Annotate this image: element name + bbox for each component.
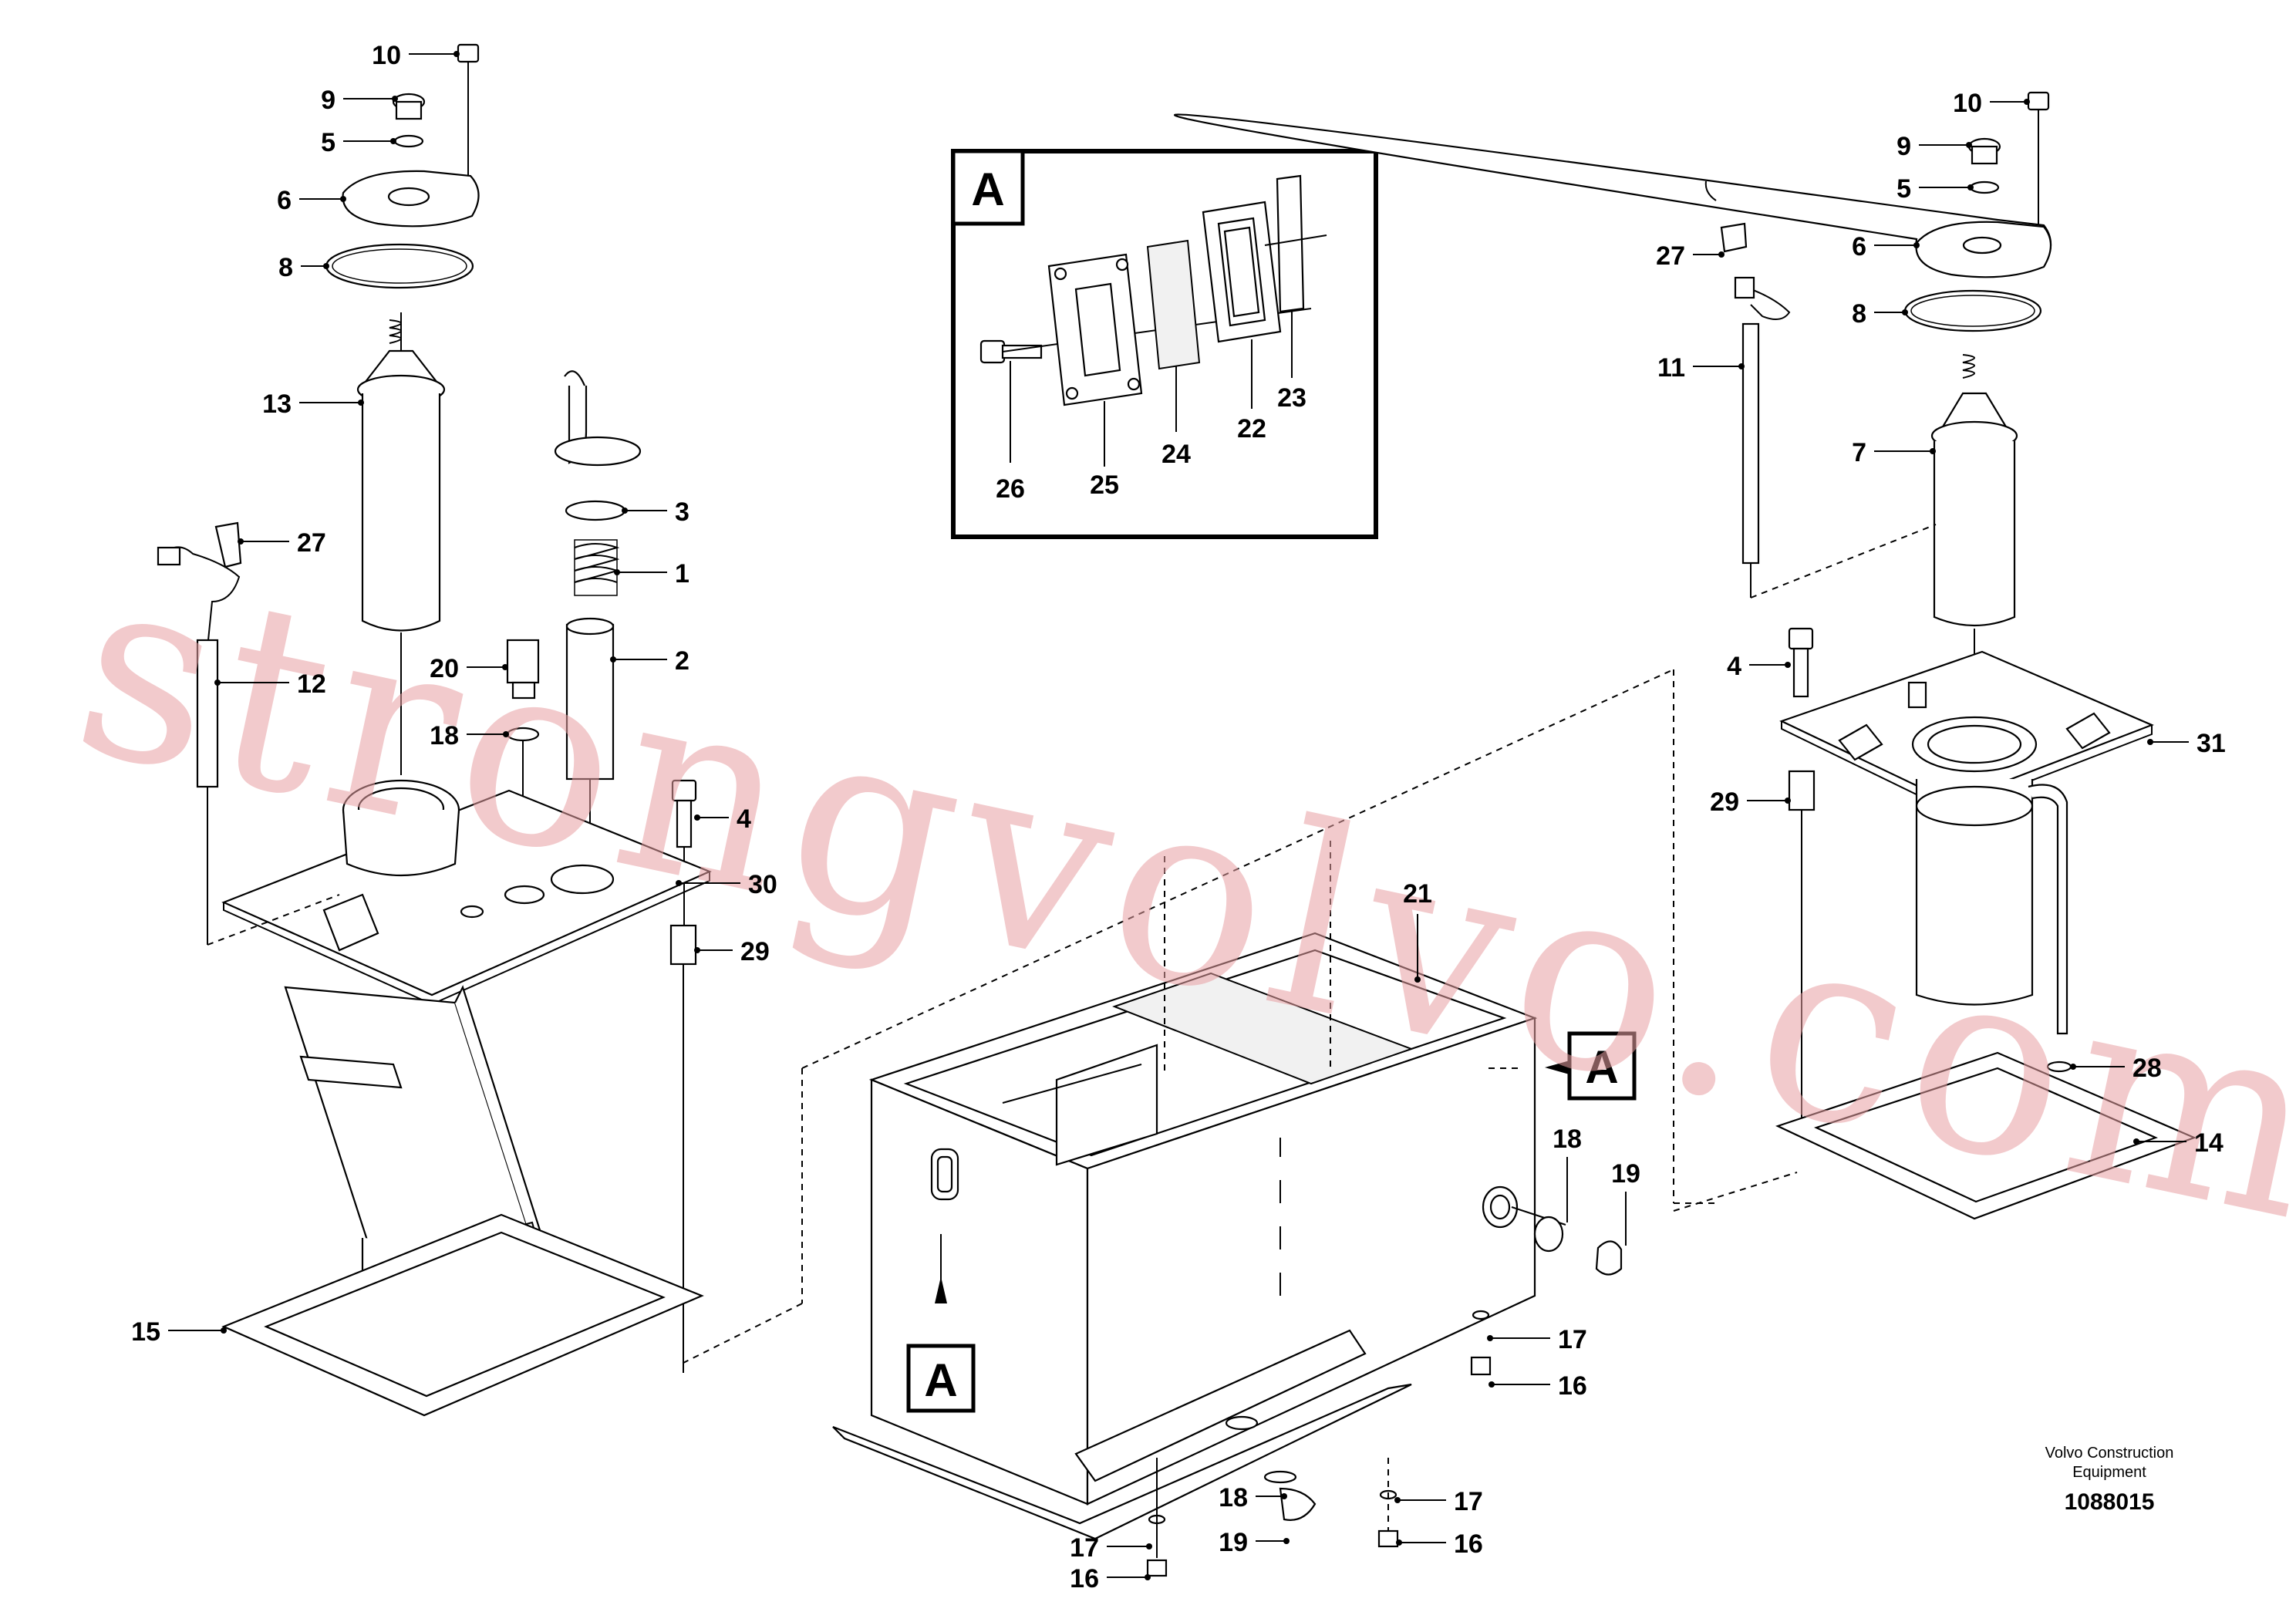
detail-box-letter: A xyxy=(971,164,1004,215)
callout-21: 21 xyxy=(1403,879,1432,909)
callout-15: 15 xyxy=(131,1317,160,1347)
callout-18-tank: 18 xyxy=(1553,1125,1582,1154)
callout-18-bottom: 18 xyxy=(1219,1483,1248,1512)
detail-box-a: A 26 25 xyxy=(951,149,1378,539)
callout-16-c: 16 xyxy=(1454,1529,1483,1559)
callout-24: 24 xyxy=(1161,440,1191,469)
callout-5-right: 5 xyxy=(1896,174,1911,204)
callout-3: 3 xyxy=(675,497,689,527)
callout-9-right: 9 xyxy=(1896,132,1911,161)
callout-30: 30 xyxy=(748,870,777,899)
callout-4-left: 4 xyxy=(737,804,751,834)
label-23 xyxy=(1276,174,1305,313)
sight-frame-25 xyxy=(1047,253,1143,406)
callout-16-b: 16 xyxy=(1070,1564,1099,1593)
hydraulic-tank: A A xyxy=(678,669,1798,1577)
callout-14: 14 xyxy=(2194,1128,2224,1158)
credit-line-2: Equipment xyxy=(2072,1464,2146,1481)
callout-1: 1 xyxy=(675,559,689,588)
seal-frame-22 xyxy=(1202,201,1282,343)
callout-10: 10 xyxy=(372,41,401,70)
screw-part-26 xyxy=(979,308,1312,364)
callout-10-right: 10 xyxy=(1953,89,1982,118)
callout-7: 7 xyxy=(1852,438,1866,467)
callout-6-right: 6 xyxy=(1852,232,1866,261)
callout-2: 2 xyxy=(675,646,689,676)
callout-5: 5 xyxy=(321,128,335,157)
callout-18-left: 18 xyxy=(430,721,459,750)
callout-17-a: 17 xyxy=(1558,1325,1587,1354)
callout-29-left: 29 xyxy=(740,937,770,966)
callout-16-a: 16 xyxy=(1558,1371,1587,1401)
credit-block: Volvo Construction Equipment 1088015 xyxy=(2045,1445,2174,1515)
credit-line-1: Volvo Construction xyxy=(2045,1445,2174,1462)
callouts-left: 10 9 5 6 8 13 27 12 20 18 3 1 2 4 30 29 … xyxy=(131,41,777,1347)
callout-17-c: 17 xyxy=(1454,1487,1483,1516)
callout-27-right: 27 xyxy=(1656,241,1685,271)
left-assembly xyxy=(157,43,712,1417)
callout-13: 13 xyxy=(262,389,292,419)
right-assembly xyxy=(1174,91,2197,1220)
callout-11: 11 xyxy=(1657,353,1685,383)
callouts-right: 27 11 10 9 5 6 8 7 4 31 29 28 14 xyxy=(1656,89,2226,1158)
section-marker-a-2: A xyxy=(1585,1041,1618,1093)
callout-12: 12 xyxy=(297,669,326,699)
callout-8: 8 xyxy=(278,253,293,282)
callout-25: 25 xyxy=(1090,470,1119,500)
document-number: 1088015 xyxy=(2065,1489,2155,1515)
callout-20: 20 xyxy=(430,654,459,683)
callout-31: 31 xyxy=(2197,729,2226,758)
callout-8-right: 8 xyxy=(1852,299,1866,329)
callout-29-right: 29 xyxy=(1710,787,1739,817)
callout-26: 26 xyxy=(996,474,1025,504)
callout-23: 23 xyxy=(1277,383,1306,413)
callout-27-left: 27 xyxy=(297,528,326,558)
section-marker-a-1: A xyxy=(924,1354,957,1406)
callout-9: 9 xyxy=(321,86,335,115)
callout-22: 22 xyxy=(1237,414,1266,443)
callout-6: 6 xyxy=(277,186,292,215)
callout-19-tank: 19 xyxy=(1611,1159,1640,1189)
callout-17-b: 17 xyxy=(1070,1533,1099,1563)
callouts-tank: 21 18 19 17 16 18 19 17 16 17 16 xyxy=(1070,879,1640,1593)
callout-19-bottom: 19 xyxy=(1219,1528,1248,1557)
callout-28: 28 xyxy=(2132,1054,2162,1083)
callout-4-right: 4 xyxy=(1727,652,1741,681)
sight-glass-24 xyxy=(1146,239,1201,370)
